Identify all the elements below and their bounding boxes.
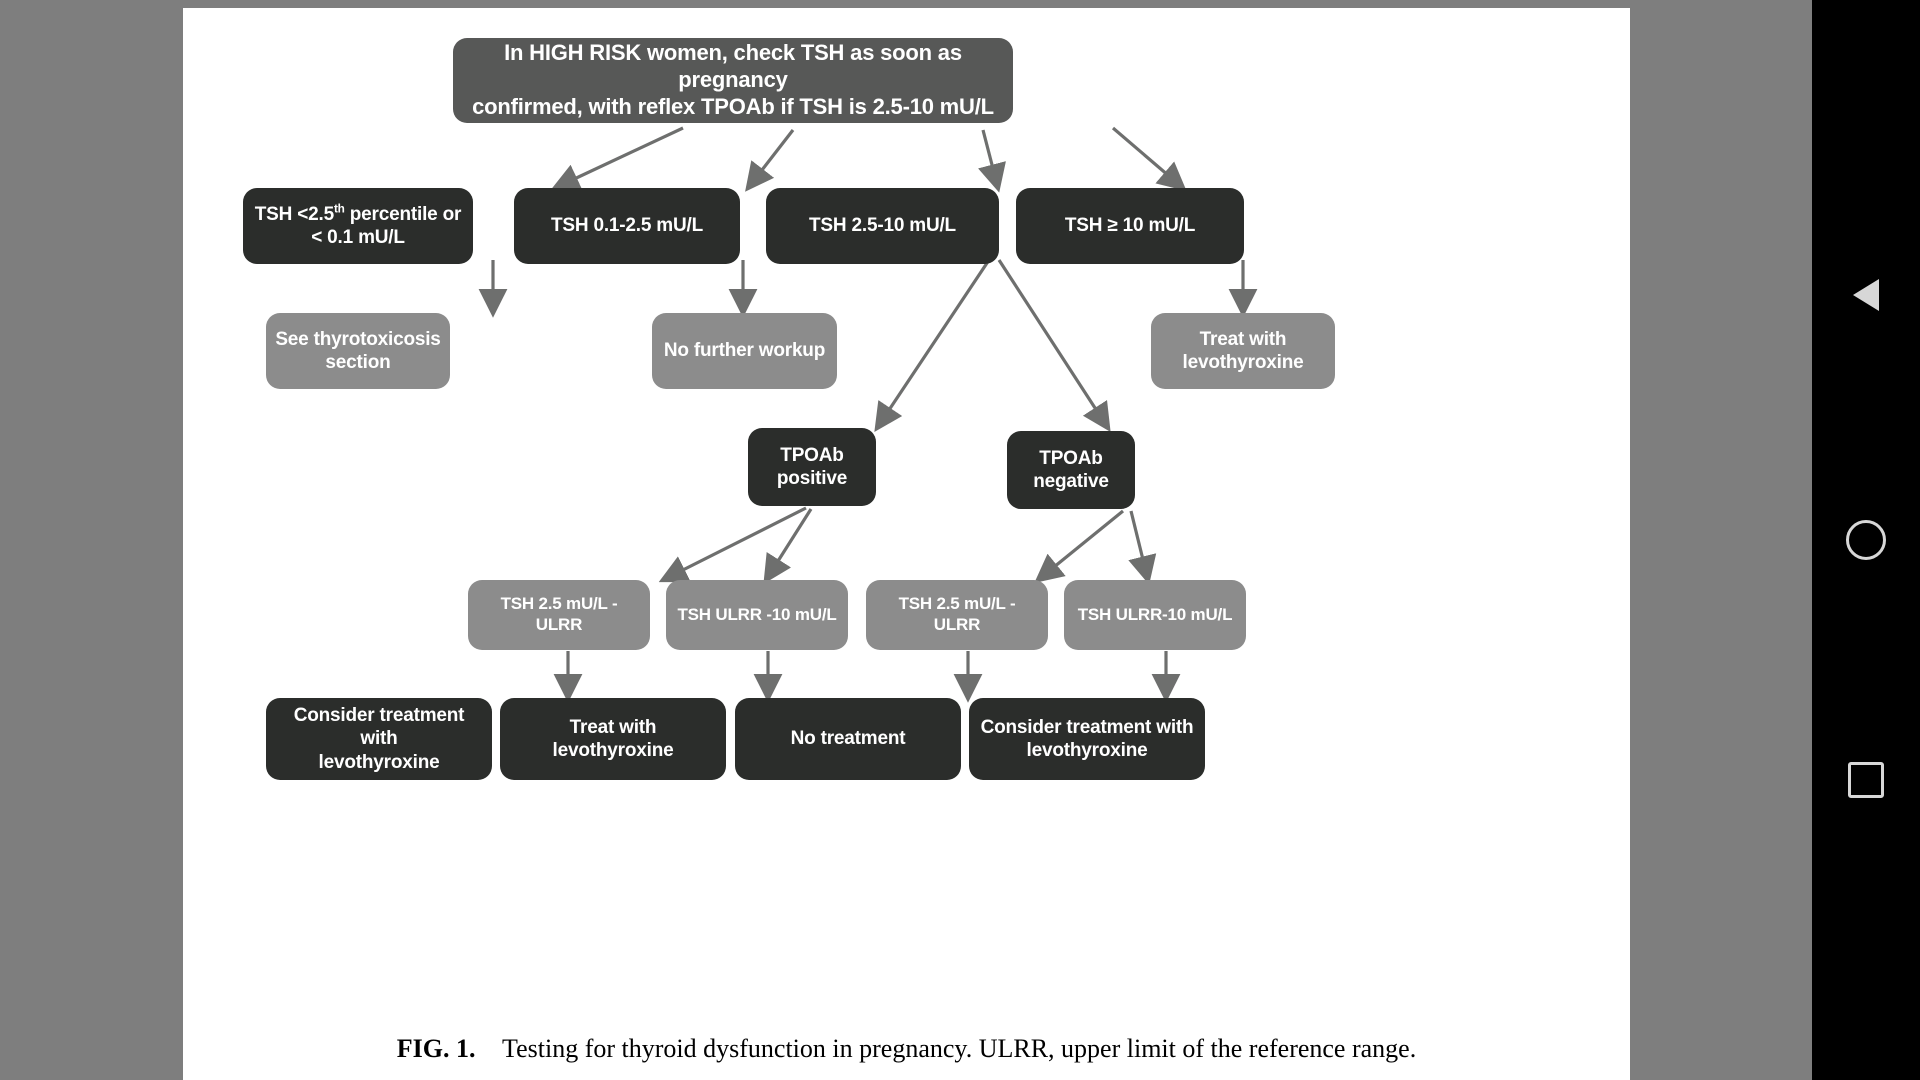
figure-caption-label: FIG. 1.	[396, 1034, 476, 1063]
node-tsh-low-a: TSH <2.5	[254, 203, 334, 225]
node-out4-line1: Consider treatment with	[980, 716, 1194, 738]
node-pos-low-label: TSH 2.5 mU/L - ULRR	[500, 594, 618, 634]
node-tsh-norm: TSH 0.1-2.5 mU/L	[514, 188, 740, 264]
node-treat-line2: levothyroxine	[1182, 352, 1304, 373]
node-neg-tsh-high-range: TSH ULRR-10 mU/L	[1064, 580, 1246, 650]
node-tpo-pos-line1: TPOAb	[780, 444, 844, 466]
node-treat-with-levothyroxine-top: Treat with levothyroxine	[1151, 313, 1335, 389]
figure-caption: FIG. 1. Testing for thyroid dysfunction …	[183, 1034, 1630, 1064]
node-root-line1: In HIGH RISK women, check TSH as soon as…	[504, 40, 962, 93]
node-tsh-mid: TSH 2.5-10 mU/L	[766, 188, 999, 264]
node-no-further-workup: No further workup	[652, 313, 837, 389]
node-out4-line2: levothyroxine	[1026, 740, 1148, 761]
node-outcome-consider-treatment-2: Consider treatment with levothyroxine	[969, 698, 1205, 780]
node-outcome-treat: Treat with levothyroxine	[500, 698, 726, 780]
node-thyrotox-line2: section	[325, 352, 391, 373]
node-tsh-norm-label: TSH 0.1-2.5 mU/L	[550, 215, 703, 237]
node-thyrotox-line1: See thyrotoxicosis	[275, 328, 441, 350]
node-pos-tsh-low-range: TSH 2.5 mU/L - ULRR	[468, 580, 650, 650]
node-neg-low-label: TSH 2.5 mU/L - ULRR	[898, 594, 1016, 634]
node-outcome-no-treatment: No treatment	[735, 698, 961, 780]
node-see-thyrotoxicosis: See thyrotoxicosis section	[266, 313, 450, 389]
node-treat-line1: Treat with	[1199, 328, 1287, 350]
node-tsh-low-text: TSH <2.5th percentile or	[254, 202, 462, 225]
back-icon[interactable]	[1812, 265, 1920, 325]
node-pos-tsh-high-range: TSH ULRR -10 mU/L	[666, 580, 848, 650]
edge-tpo-neg-to-neg-low	[1034, 509, 1125, 584]
node-tpoab-positive: TPOAb positive	[748, 428, 876, 506]
node-tsh-low-superscript: th	[333, 202, 345, 216]
node-tpoab-negative: TPOAb negative	[1007, 431, 1135, 509]
android-navigation-bar	[1812, 0, 1920, 1080]
node-noworkup-label: No further workup	[663, 340, 826, 362]
edge-tpo-pos-to-pos-low	[658, 506, 807, 583]
edge-tpo-pos-to-pos-high	[763, 508, 813, 585]
edge-root-to-tsh-high	[1111, 126, 1187, 192]
edge-tsh-mid-to-tpo-neg	[997, 259, 1111, 433]
edge-root-to-tsh-mid	[978, 129, 1006, 193]
node-out2-line1: Treat with	[569, 716, 657, 738]
node-out1-line1: Consider treatment with	[293, 705, 465, 750]
edge-root-to-tsh-norm	[745, 129, 795, 192]
node-pos-high-label: TSH ULRR -10 mU/L	[677, 604, 837, 624]
node-tpo-pos-line2: positive	[776, 468, 848, 489]
flowchart-edges	[478, 126, 1258, 703]
recent-apps-icon[interactable]	[1812, 750, 1920, 810]
node-tsh-mid-label: TSH 2.5-10 mU/L	[809, 215, 956, 237]
node-outcome-consider-treatment-1: Consider treatment with levothyroxine	[266, 698, 492, 780]
node-tsh-low-b: percentile or	[344, 203, 462, 225]
node-tsh-high: TSH ≥ 10 mU/L	[1016, 188, 1244, 264]
node-tpo-neg-line1: TPOAb	[1039, 447, 1103, 469]
edge-tpo-neg-to-neg-high	[1128, 510, 1157, 585]
home-icon[interactable]	[1812, 510, 1920, 570]
document-viewer[interactable]: In HIGH RISK women, check TSH as soon as…	[0, 0, 1812, 1080]
node-out2-line2: levothyroxine	[552, 740, 674, 761]
node-neg-tsh-low-range: TSH 2.5 mU/L - ULRR	[866, 580, 1048, 650]
node-root-line2: confirmed, with reflex TPOAb if TSH is 2…	[472, 93, 994, 119]
document-page[interactable]: In HIGH RISK women, check TSH as soon as…	[183, 8, 1630, 1080]
node-tpo-neg-line2: negative	[1033, 471, 1109, 492]
node-tsh-high-label: TSH ≥ 10 mU/L	[1064, 215, 1196, 237]
node-out3-label: No treatment	[790, 728, 906, 750]
node-root: In HIGH RISK women, check TSH as soon as…	[453, 38, 1013, 123]
node-tsh-low: TSH <2.5th percentile or < 0.1 mU/L	[243, 188, 473, 264]
figure-caption-text: Testing for thyroid dysfunction in pregn…	[502, 1034, 1417, 1063]
edge-tsh-mid-to-tpo-pos	[874, 259, 991, 432]
node-neg-high-label: TSH ULRR-10 mU/L	[1077, 604, 1233, 624]
node-out1-line2: levothyroxine	[318, 751, 440, 773]
node-tsh-low-line2: < 0.1 mU/L	[311, 227, 405, 248]
flowchart: In HIGH RISK women, check TSH as soon as…	[183, 8, 1630, 1038]
edge-root-to-tsh-low	[550, 126, 684, 191]
